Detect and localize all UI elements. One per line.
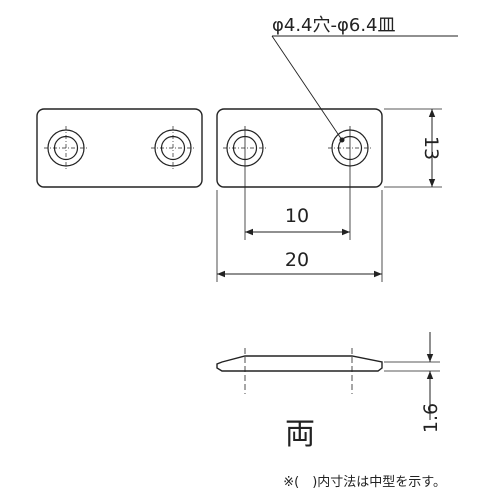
- side-view: [216, 332, 440, 420]
- right-plate-outline: [216, 108, 383, 188]
- thickness-dimension: 1.6: [420, 403, 442, 433]
- left-plate-outline: [36, 108, 203, 188]
- hole-pitch-dimension: 10: [285, 205, 309, 227]
- right-plate-view: [216, 35, 458, 282]
- footnote: ※( )内寸法は中型を示す。: [283, 475, 446, 490]
- side-view-profile: [216, 355, 383, 372]
- side-label: 両: [285, 417, 315, 452]
- overall-width-dimension: 20: [285, 249, 309, 271]
- hole-spec-callout: φ4.4穴-φ6.4皿: [272, 15, 396, 36]
- left-plate-hole-2: [151, 126, 195, 170]
- callout-leader-dot: [339, 137, 345, 143]
- height-dimension: 13: [420, 136, 442, 160]
- callout-leader: [271, 35, 343, 141]
- left-plate-view: [36, 108, 203, 188]
- left-plate-hole-1: [44, 126, 88, 170]
